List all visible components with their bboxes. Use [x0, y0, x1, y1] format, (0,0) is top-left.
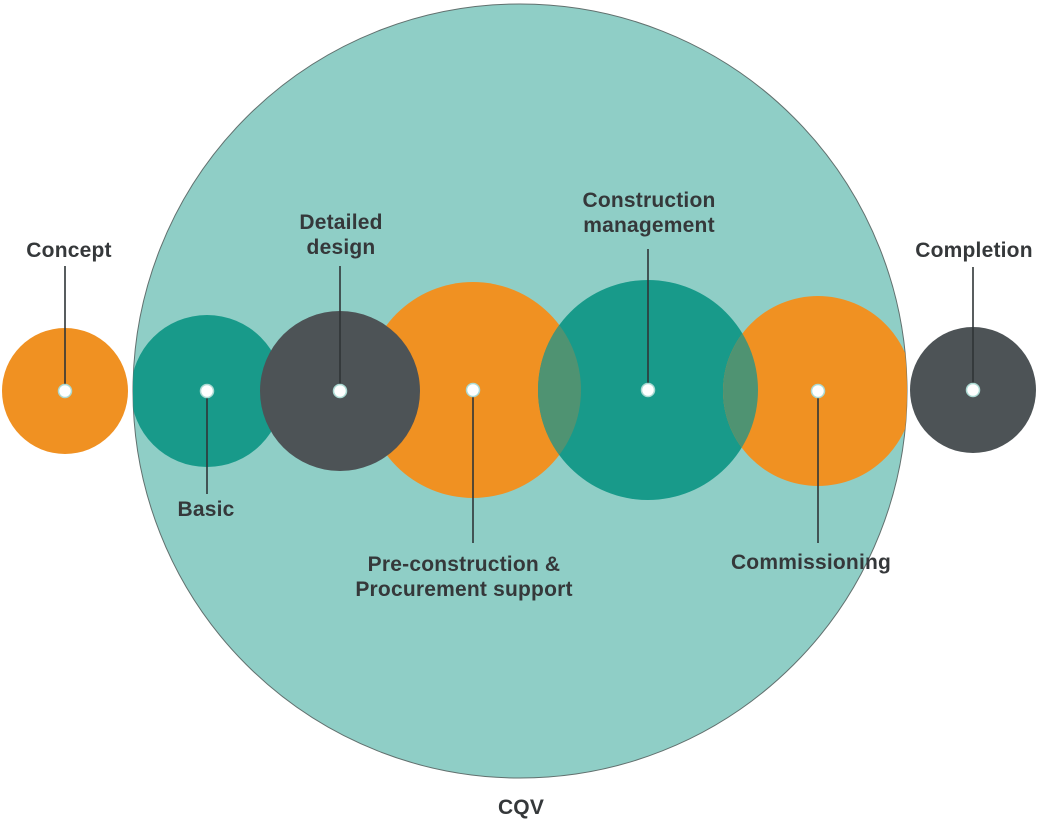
pre-construction-center-dot [465, 382, 481, 398]
detailed-design-center-dot [332, 383, 348, 399]
label-basic: Basic [177, 498, 235, 521]
construction-management-center-dot [640, 382, 656, 398]
label-concept: Concept [26, 239, 112, 262]
commissioning-center-dot [810, 383, 826, 399]
label-pre-construction: Pre-construction & Procurement support [355, 553, 573, 601]
label-commissioning: Commissioning [730, 551, 892, 574]
label-detailed-design: Detailed design [299, 211, 383, 259]
label-construction-management: Construction management [582, 189, 716, 237]
basic-center-dot [199, 383, 215, 399]
completion-center-dot [965, 382, 981, 398]
label-cqv-title: CQV [497, 796, 545, 819]
concept-center-dot [57, 383, 73, 399]
label-completion: Completion [915, 239, 1033, 262]
